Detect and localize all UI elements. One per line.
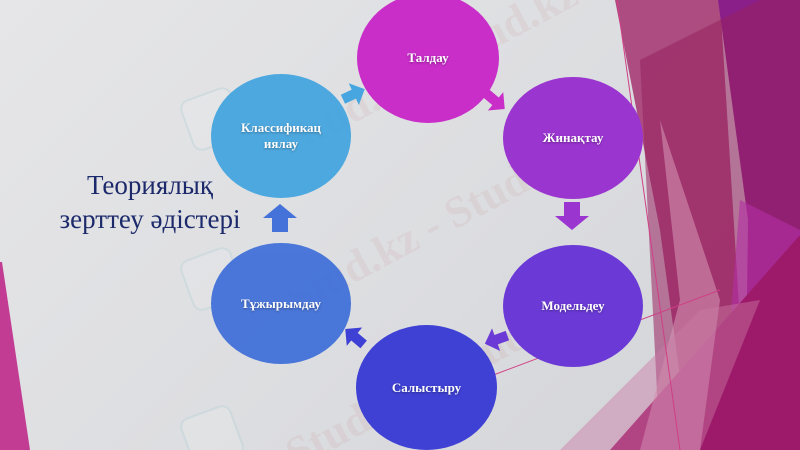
title-line-1: Теориялық [86, 170, 214, 200]
cycle-node-zhinaktau: Жинақтау [503, 77, 643, 199]
node-label: Талдау [407, 50, 449, 65]
arrow-icon [483, 89, 505, 111]
node-label-line-1: Классификац [240, 120, 322, 135]
node-label: Модельдеу [541, 298, 605, 313]
arrow-icon [555, 202, 589, 230]
title-line-2: зерттеу әдістері [59, 204, 241, 234]
arrow-icon [345, 327, 367, 349]
node-label-line-2: иялау [263, 136, 299, 151]
arrow-icon [263, 204, 297, 232]
arrow-icon [340, 83, 365, 106]
cycle-node-taldau: Талдау [357, 0, 499, 123]
node-label: Салыстыру [391, 379, 462, 395]
node-label: Тұжырымдау [241, 295, 321, 311]
arrow-icon [484, 328, 510, 351]
slide-title: Теориялық зерттеу әдістері [40, 168, 260, 236]
cycle-node-salystyru: Салыстыру [356, 325, 497, 450]
cycle-node-tuzhyrymdau: Тұжырымдау [211, 243, 351, 364]
cycle-node-modeldeu: Модельдеу [503, 245, 643, 367]
cycle-node-klassifikaciyalau: Классификац иялау [211, 74, 351, 198]
node-label: Жинақтау [542, 130, 604, 145]
